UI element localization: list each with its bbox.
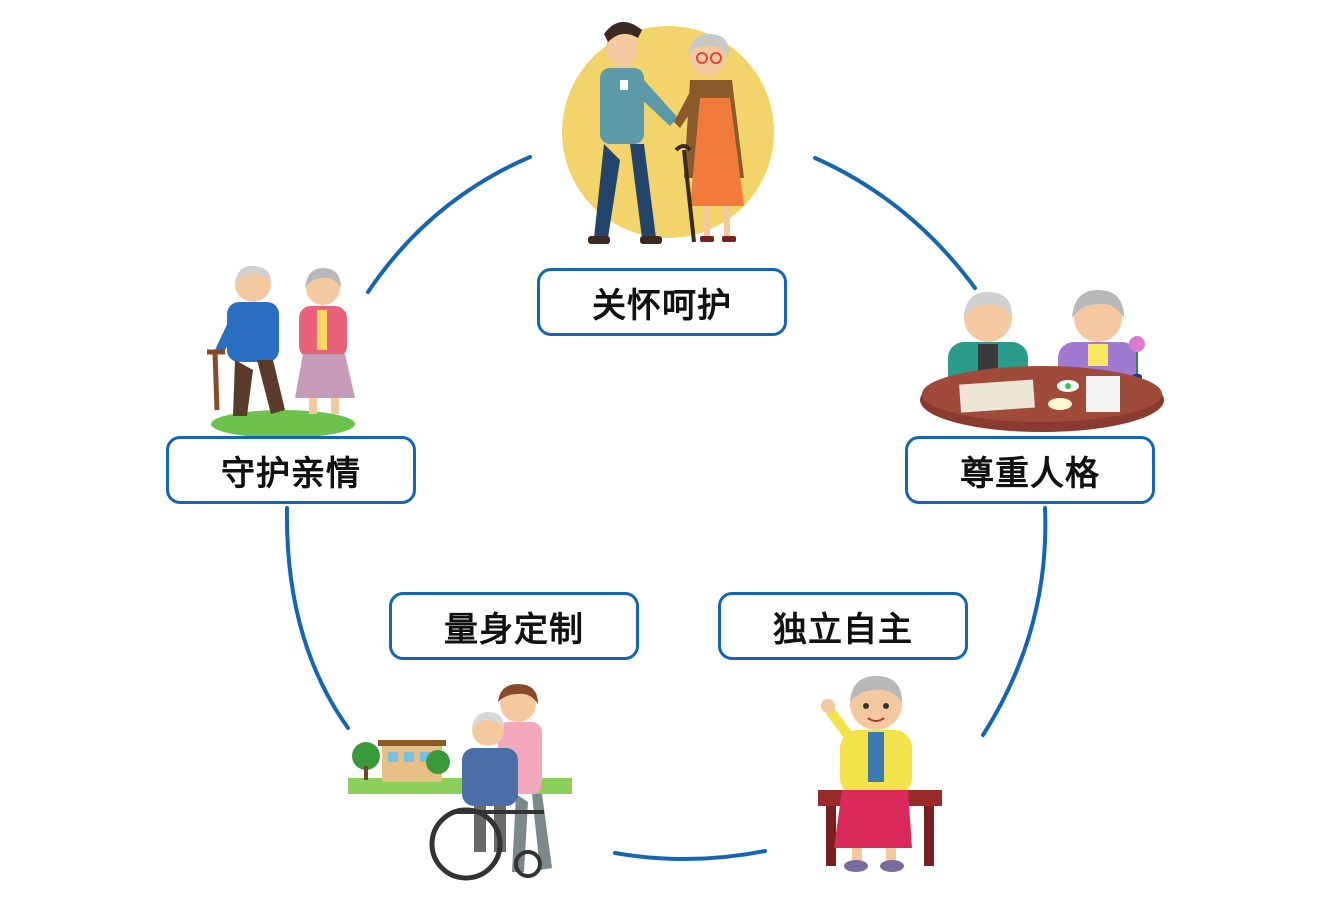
ring-arc-top-right (813, 156, 977, 290)
label-respect: 尊重人格 (905, 436, 1155, 504)
elderly-couple-illustration (207, 265, 355, 438)
ring-arc-top-left (366, 155, 532, 294)
ring-arc-left (284, 506, 350, 730)
ring-arc-bottom (613, 849, 767, 862)
painting-elderly-illustration (920, 290, 1164, 432)
label-family: 守护亲情 (166, 436, 416, 504)
caregiver-illustration (562, 21, 774, 244)
label-care: 关怀呵护 (537, 268, 787, 336)
ring-arc-right (981, 506, 1048, 737)
sun-circle (562, 26, 774, 238)
label-independence: 独立自主 (718, 592, 968, 660)
label-custom: 量身定制 (389, 592, 639, 660)
bench-elderly-illustration (818, 676, 942, 872)
wheelchair-illustration (348, 684, 572, 881)
